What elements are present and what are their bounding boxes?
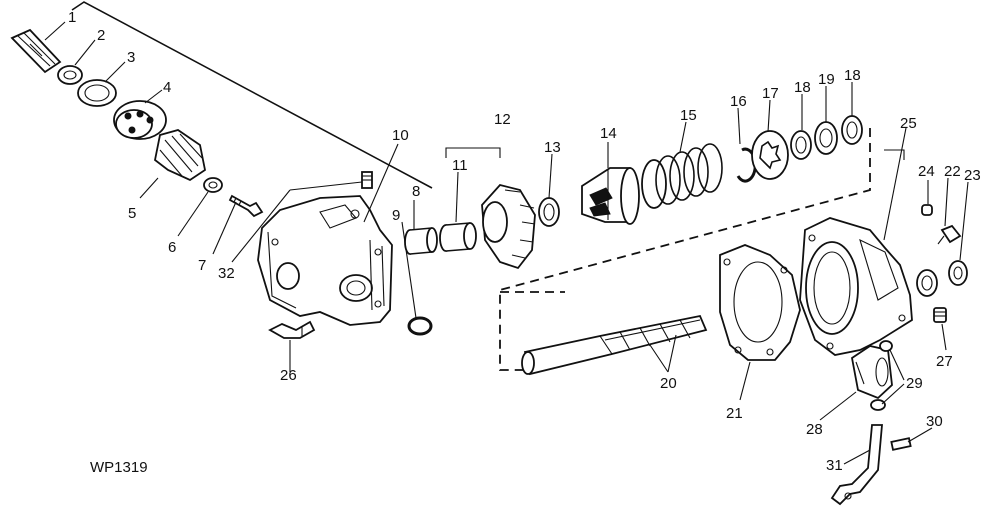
part-plug-24 — [921, 204, 933, 216]
callout-21: 21 — [726, 405, 743, 422]
part-splined-shaft — [521, 314, 708, 376]
callout-18a: 18 — [794, 79, 811, 96]
part-o-ring — [407, 316, 433, 336]
part-bevel-pinion — [154, 129, 207, 182]
part-clutch-collar — [581, 167, 640, 225]
part-pinion-shaft — [10, 28, 62, 74]
assembly-bracket-lines — [71, 1, 905, 371]
callout-12: 12 — [494, 111, 511, 128]
figure-code: WP1319 — [90, 459, 148, 476]
part-sleeve-8 — [404, 227, 438, 255]
callout-8: 8 — [412, 183, 420, 200]
part-pin-27 — [933, 307, 947, 323]
callout-26: 26 — [280, 367, 297, 384]
part-spring — [641, 143, 723, 209]
callout-7: 7 — [198, 257, 206, 274]
part-washer-19 — [814, 121, 838, 155]
callout-25: 25 — [900, 115, 917, 132]
callout-14: 14 — [600, 125, 617, 142]
callout-5: 5 — [128, 205, 136, 222]
callout-9: 9 — [392, 207, 400, 224]
callout-29: 29 — [906, 375, 923, 392]
part-bolt-26 — [268, 320, 316, 339]
callout-16: 16 — [730, 93, 747, 110]
callout-1: 1 — [68, 9, 76, 26]
part-bearing-cup — [77, 79, 117, 107]
part-sleeve-11 — [439, 222, 477, 252]
callout-11: 11 — [452, 157, 468, 174]
leader-lines — [44, 21, 969, 465]
part-washer-29a — [879, 340, 893, 352]
part-washer-29b — [870, 399, 886, 411]
part-nut — [203, 177, 223, 193]
callout-31: 31 — [826, 457, 843, 474]
callout-labels: 1 2 3 4 5 6 7 8 9 10 11 12 13 14 15 16 1… — [68, 9, 981, 474]
callout-2: 2 — [97, 27, 105, 44]
callout-22: 22 — [944, 163, 961, 180]
part-shift-fork — [851, 345, 893, 400]
part-washer-18b — [841, 115, 863, 145]
callout-6: 6 — [168, 239, 176, 256]
part-output-housing — [799, 217, 913, 356]
callout-20: 20 — [660, 375, 677, 392]
part-pin-30 — [890, 437, 912, 451]
part-shift-lever — [830, 424, 883, 506]
callout-23: 23 — [964, 167, 981, 184]
part-plug-32 — [361, 171, 373, 189]
callout-32: 32 — [218, 265, 235, 282]
part-washer-2 — [57, 65, 83, 85]
part-bevel-ring-gear — [481, 183, 536, 270]
callout-18b: 18 — [844, 67, 861, 84]
part-washer-22 — [916, 269, 938, 297]
callout-3: 3 — [127, 49, 135, 66]
part-splined-disc — [751, 130, 789, 180]
callout-28: 28 — [806, 421, 823, 438]
callout-13: 13 — [544, 139, 561, 156]
callout-10: 10 — [392, 127, 409, 144]
part-washer-18a — [790, 130, 812, 160]
callout-24: 24 — [918, 163, 935, 180]
part-bolt-7 — [228, 194, 264, 218]
callout-4: 4 — [163, 79, 171, 96]
callout-15: 15 — [680, 107, 697, 124]
part-main-housing — [257, 195, 393, 326]
callout-27: 27 — [936, 353, 953, 370]
part-washer-13 — [538, 197, 560, 227]
part-washer-23 — [948, 260, 968, 286]
part-gasket — [719, 244, 801, 361]
callout-30: 30 — [926, 413, 943, 430]
part-bearing — [113, 100, 167, 140]
part-fitting-22 — [937, 224, 962, 245]
callout-19: 19 — [818, 71, 835, 88]
callout-17: 17 — [762, 85, 779, 102]
